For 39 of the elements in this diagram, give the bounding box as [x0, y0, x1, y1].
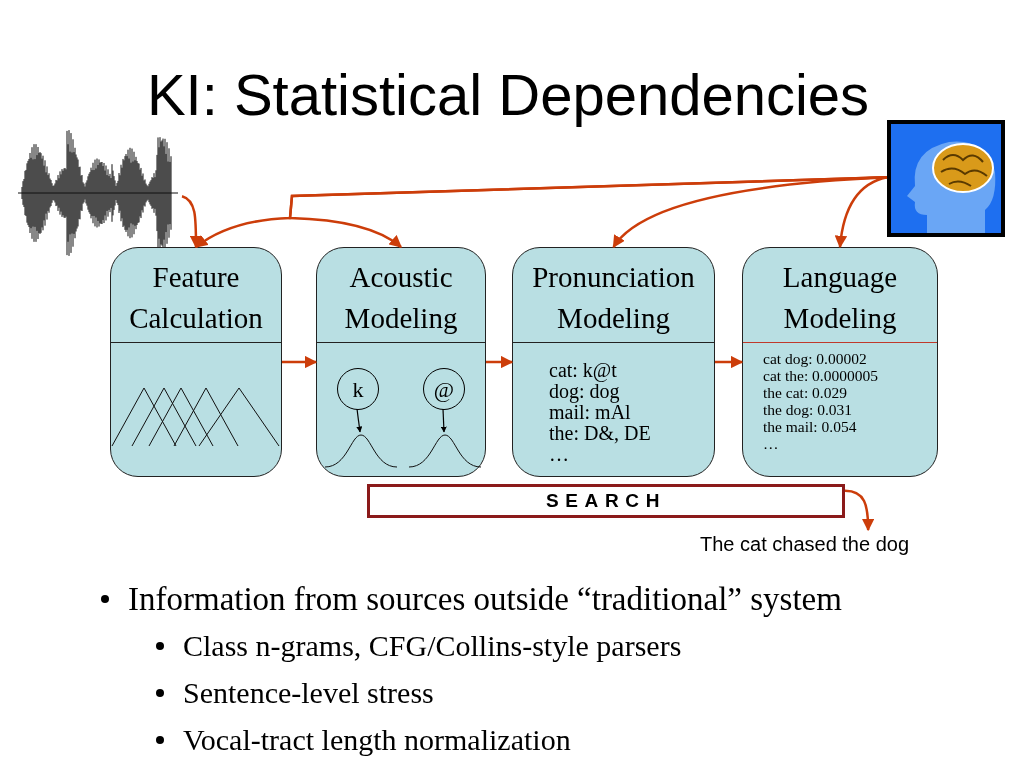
search-label: SEARCH	[545, 488, 667, 513]
arrow	[486, 355, 514, 369]
list-entry: dog: dog	[549, 381, 621, 402]
bullet-text: Sentence-level stress	[183, 675, 434, 711]
list-entry: the: D&, DE	[549, 423, 651, 444]
arrow	[844, 489, 875, 532]
module-heading: Acoustic Modeling	[343, 260, 459, 336]
module-box	[742, 247, 938, 477]
bell-curve	[409, 433, 481, 469]
list-entry: …	[763, 435, 780, 452]
output-text: The cat chased the dog	[700, 530, 985, 558]
bullet-text: Vocal-tract length normalization	[183, 722, 571, 758]
list-entry: mail: mAl	[549, 402, 632, 423]
list-entry: cat: k@t	[549, 360, 618, 381]
slide-title: KI: Statistical Dependencies	[145, 62, 871, 128]
module-box	[316, 247, 486, 477]
bell-curve	[325, 433, 397, 469]
bullet-text: Class n-grams, CFG/Collins-style parsers	[183, 628, 682, 664]
module-box	[110, 247, 282, 477]
arrow	[835, 176, 888, 249]
list-entry: …	[549, 444, 570, 465]
list-entry: the mail: 0.054	[763, 418, 858, 435]
arrow	[440, 408, 447, 433]
arrow	[181, 195, 203, 249]
module-heading: Language Modeling	[781, 260, 899, 336]
search-box	[367, 484, 845, 518]
list-entry: cat dog: 0.00002	[763, 350, 868, 367]
arrow	[612, 176, 888, 248]
arrow	[715, 355, 744, 369]
module-heading: Feature Calculation	[128, 260, 264, 336]
bullet-text: Information from sources outside “traditional” system	[128, 580, 842, 619]
module-box	[512, 247, 715, 477]
arrow	[282, 355, 318, 369]
list-entry: the cat: 0.029	[763, 384, 848, 401]
list-entry: cat the: 0.0000005	[763, 367, 878, 384]
arrow	[356, 408, 363, 433]
module-heading: Pronunciation Modeling	[531, 260, 696, 336]
list-entry: the dog: 0.031	[763, 401, 854, 418]
brain-head-icon	[887, 120, 1005, 237]
